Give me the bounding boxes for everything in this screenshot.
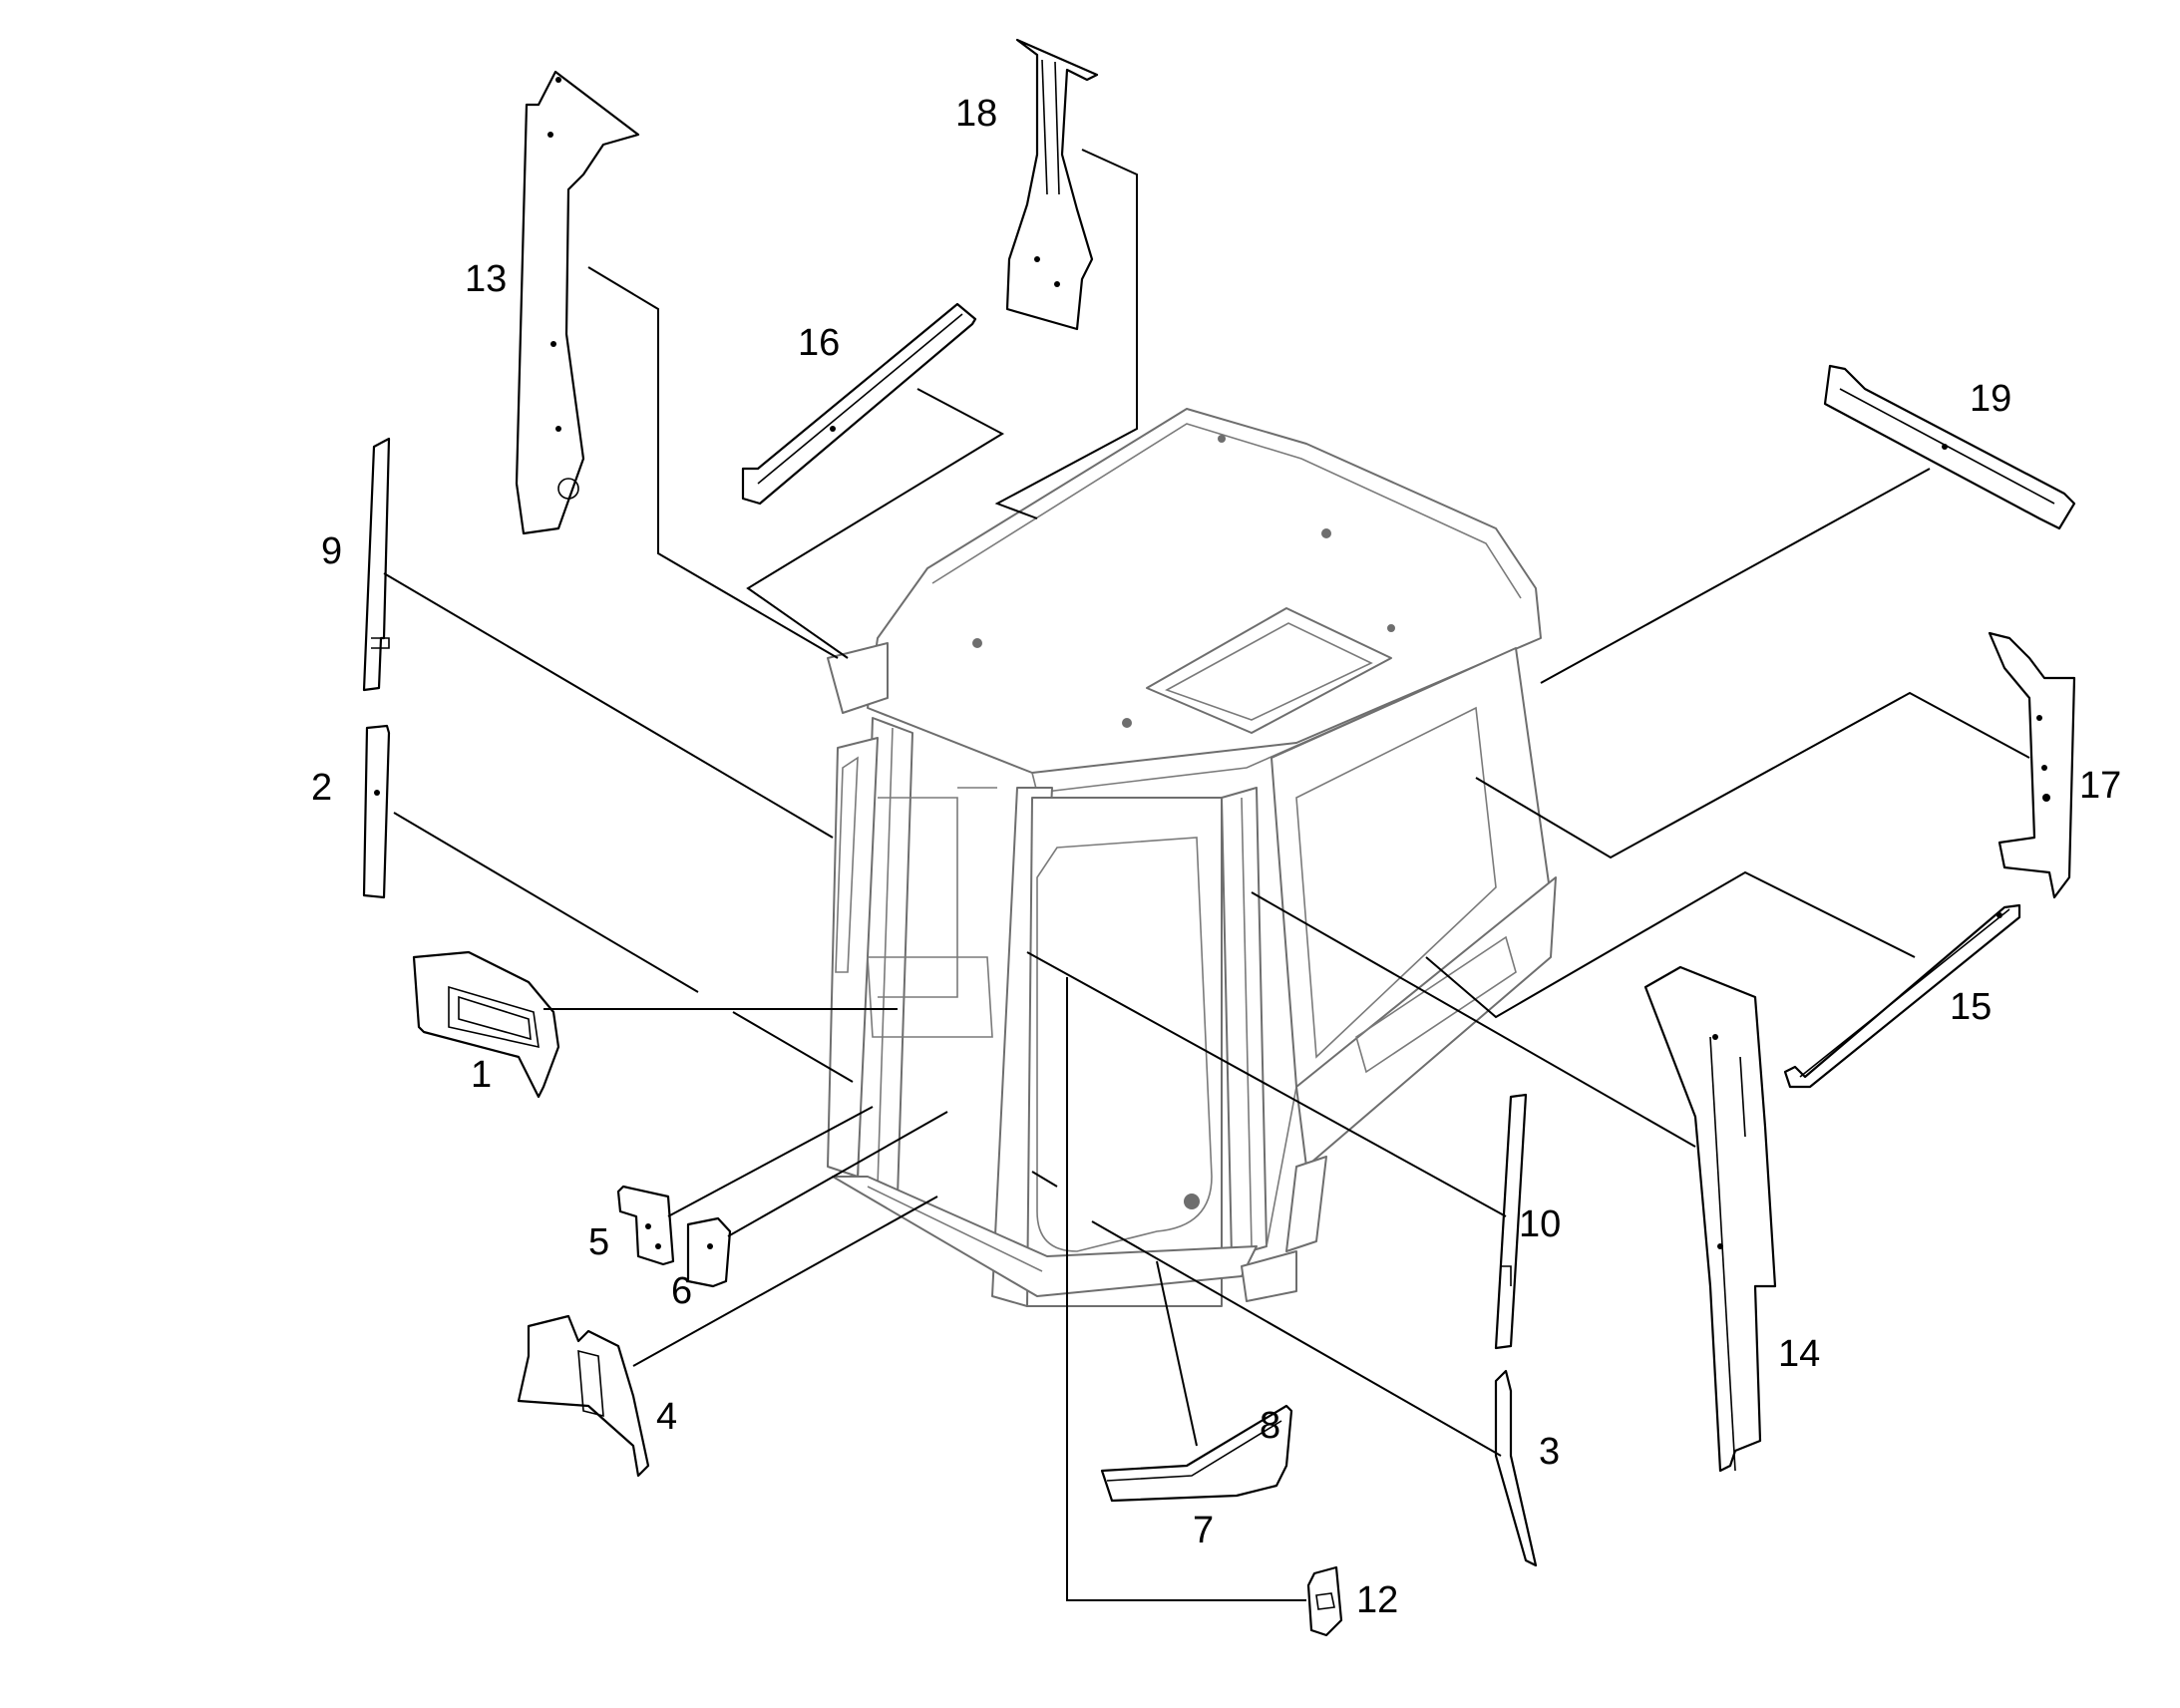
leader-lines: [383, 149, 2030, 1601]
callout-19: 19: [1970, 378, 2011, 420]
part-12-bracket: [1306, 1565, 1343, 1637]
callout-14: 14: [1778, 1333, 1820, 1375]
part-17-pillar: [1988, 631, 2076, 899]
part-6-bracket: [686, 1216, 732, 1288]
part-7-plate: 8: [1100, 1404, 1293, 1503]
part-2-strip: [362, 724, 391, 899]
part-5-bracket: [616, 1185, 675, 1266]
callout-4: 4: [656, 1396, 677, 1438]
cab-frame: [827, 408, 1557, 1307]
callout-16: 16: [798, 322, 840, 364]
part-19-bar: [1823, 364, 2076, 530]
part-1-cover: [412, 950, 560, 1099]
part-18-pillar: [1005, 38, 1099, 331]
callout-10: 10: [1519, 1203, 1561, 1245]
callout-5: 5: [588, 1221, 609, 1263]
callout-13: 13: [465, 258, 507, 300]
callout-6: 6: [671, 1270, 692, 1312]
part-3-strip: [1494, 1369, 1538, 1567]
callout-3: 3: [1539, 1431, 1560, 1473]
part-9-strip: [362, 437, 391, 692]
callout-17: 17: [2079, 765, 2121, 807]
part-4-cover: [517, 1314, 650, 1478]
svg-text:8: 8: [1260, 1405, 1280, 1447]
callout-labels: 1 2 3 4 5 6 7 9 10 12 13 14 15 16 17 18 …: [311, 93, 2121, 1621]
part-15-bar: [1783, 903, 2021, 1089]
part-14-pillar: [1643, 965, 1777, 1473]
callout-12: 12: [1356, 1579, 1398, 1621]
callout-9: 9: [321, 530, 342, 572]
part-10-strip: [1494, 1093, 1528, 1350]
callout-1: 1: [471, 1054, 492, 1096]
callout-2: 2: [311, 767, 332, 809]
part-16-bar: [741, 302, 977, 506]
callout-7: 7: [1193, 1510, 1214, 1551]
part-13-pillar: [515, 70, 640, 535]
callout-18: 18: [955, 93, 997, 135]
callout-15: 15: [1950, 986, 1992, 1028]
